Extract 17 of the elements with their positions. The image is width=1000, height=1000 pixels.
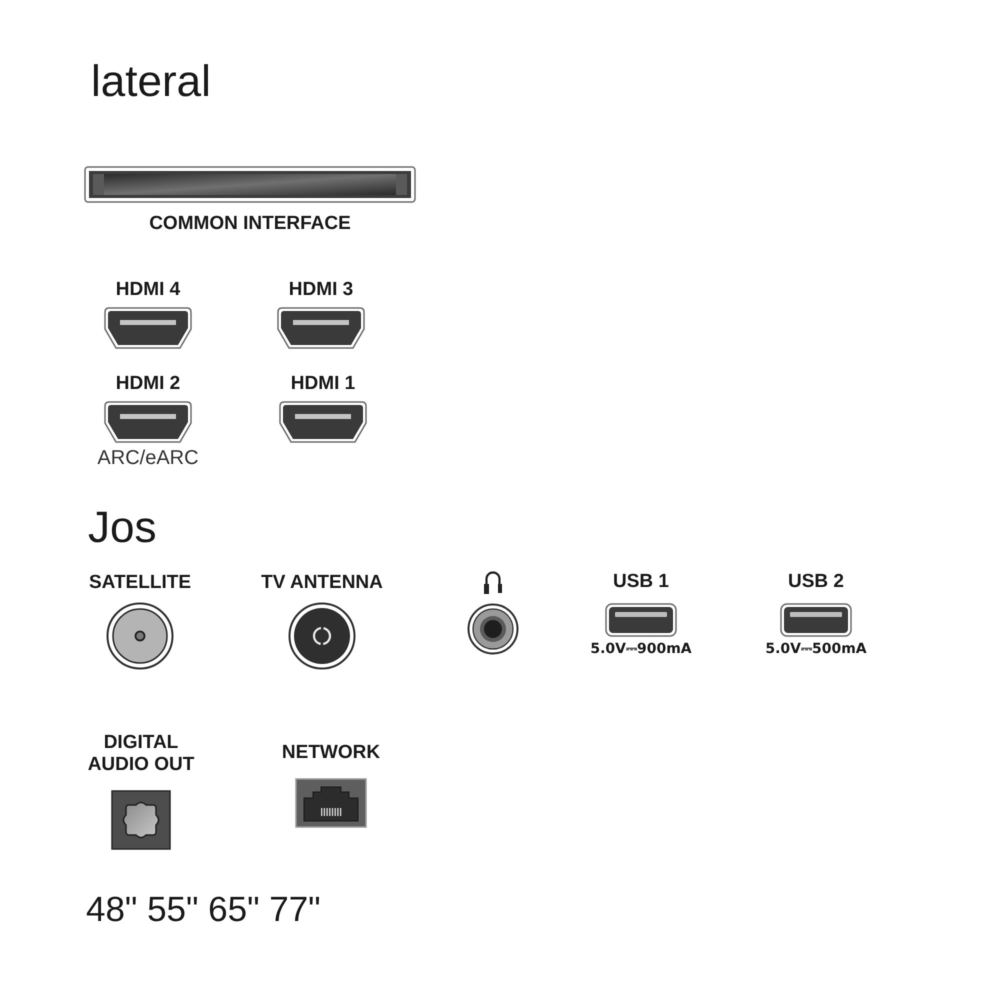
port-label: HDMI 1: [290, 373, 356, 395]
port-label: USB 2: [788, 571, 844, 593]
power-rating-text: 5.0V⎓500mA: [765, 640, 867, 658]
screen-sizes-text: 48" 55" 65" 77": [86, 890, 321, 930]
port-label: HDMI 2: [116, 373, 180, 395]
section-heading: lateral: [91, 57, 211, 108]
port-label: USB 1: [613, 571, 669, 593]
port-label: TV ANTENNA: [261, 572, 383, 594]
section-heading: Jos: [88, 503, 156, 554]
port-label: DIGITAL AUDIO OUT: [86, 732, 196, 776]
port-note: ARC/eARC: [97, 446, 199, 470]
slot-label: COMMON INTERFACE: [149, 213, 351, 235]
power-rating-text: 5.0V⎓900mA: [590, 640, 692, 658]
port-label: HDMI 3: [288, 279, 354, 301]
port-label: SATELLITE: [88, 572, 192, 594]
port-label: HDMI 4: [116, 279, 180, 301]
port-label: NETWORK: [282, 742, 380, 764]
